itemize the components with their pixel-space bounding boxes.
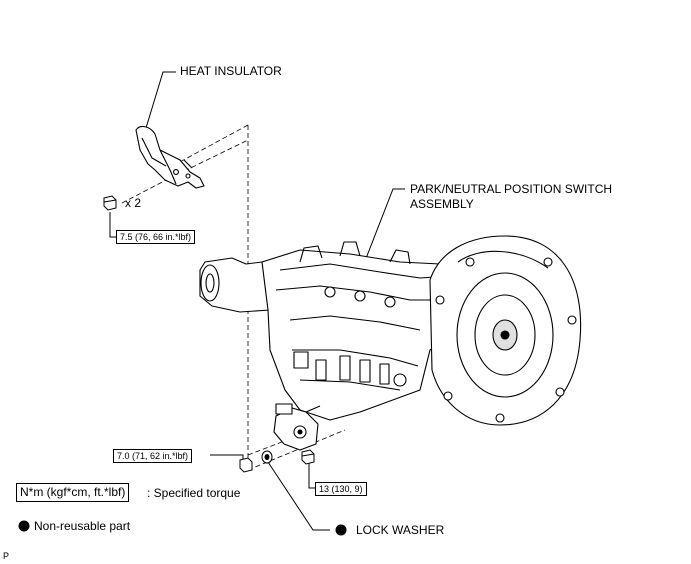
dashed-insulator-back: [169, 139, 249, 179]
switch-label-line2: ASSEMBLY: [410, 197, 474, 211]
heat-insulator-part: [135, 125, 205, 189]
nonreusable-bullet-icon: [18, 520, 30, 532]
leader-lock-washer: [267, 461, 330, 531]
insulator-bolt-part: [103, 195, 117, 211]
switch-bolt-part: [239, 457, 253, 473]
switch-assembly-part: [273, 403, 321, 451]
torque-switch-bolt-box: 7.0 (71, 62 in.*lbf): [113, 449, 193, 463]
transmission-part: [199, 235, 582, 426]
lock-washer-bullet-icon: [335, 524, 347, 536]
lock-washer-label: LOCK WASHER: [356, 523, 445, 537]
leader-nut: [308, 462, 315, 489]
switch-label-line1: PARK/NEUTRAL POSITION SWITCH: [410, 182, 613, 196]
nonreusable-legend: Non-reusable part: [34, 519, 131, 533]
dashed-bottom-right: [247, 429, 346, 471]
torque-insulator-box: 7.5 (76, 66 in.*lbf): [116, 230, 196, 244]
leader-switch-bolt: [210, 454, 244, 464]
fasteners: [239, 449, 315, 473]
leader-insulator-bolt: [109, 212, 116, 238]
dashed-insulator-bolt: [121, 177, 171, 204]
torque-nut-box: 13 (130, 9): [315, 482, 367, 496]
dashed-bottom-mid: [247, 434, 301, 456]
nut-part: [301, 449, 315, 465]
heat-insulator-label: HEAT INSULATOR: [180, 64, 282, 78]
page-marker: P: [3, 551, 10, 561]
torque-unit-legend: N*m (kgf*cm, ft.*lbf): [16, 483, 130, 502]
torque-desc-legend: : Specified torque: [147, 486, 241, 500]
leader-heat-insulator: [145, 71, 176, 129]
bolt-count-label: x 2: [125, 196, 142, 210]
